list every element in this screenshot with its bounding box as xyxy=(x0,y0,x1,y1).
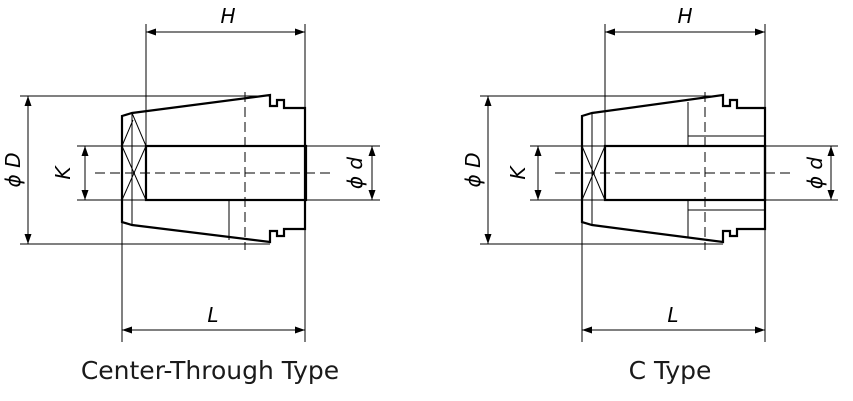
dim-label-h: H xyxy=(677,4,692,28)
dim-label-k: K xyxy=(51,165,75,180)
centerlines xyxy=(95,92,330,250)
collet-body xyxy=(580,93,767,244)
dim-label-l: L xyxy=(207,303,218,327)
center-through-diagram: H L ϕ D K ϕ d xyxy=(1,4,380,342)
dim-label-l: L xyxy=(667,303,678,327)
extension-lines xyxy=(480,24,838,342)
dimension-lines xyxy=(484,28,835,334)
dimension-lines xyxy=(24,28,376,334)
extension-lines xyxy=(20,24,380,342)
dim-label-d-inner: ϕ d xyxy=(803,157,827,190)
dim-label-d-inner: ϕ d xyxy=(343,157,367,190)
dim-label-d-outer: ϕ D xyxy=(461,153,485,188)
c-type-diagram: H L ϕ D K ϕ d xyxy=(461,4,838,342)
caption-c-type: C Type xyxy=(628,356,712,385)
collet-body xyxy=(120,93,308,244)
dim-label-h: H xyxy=(220,4,235,28)
centerlines xyxy=(555,92,790,250)
dim-label-d-outer: ϕ D xyxy=(1,153,25,188)
dim-label-k: K xyxy=(506,165,530,180)
caption-center-through: Center-Through Type xyxy=(80,356,340,385)
